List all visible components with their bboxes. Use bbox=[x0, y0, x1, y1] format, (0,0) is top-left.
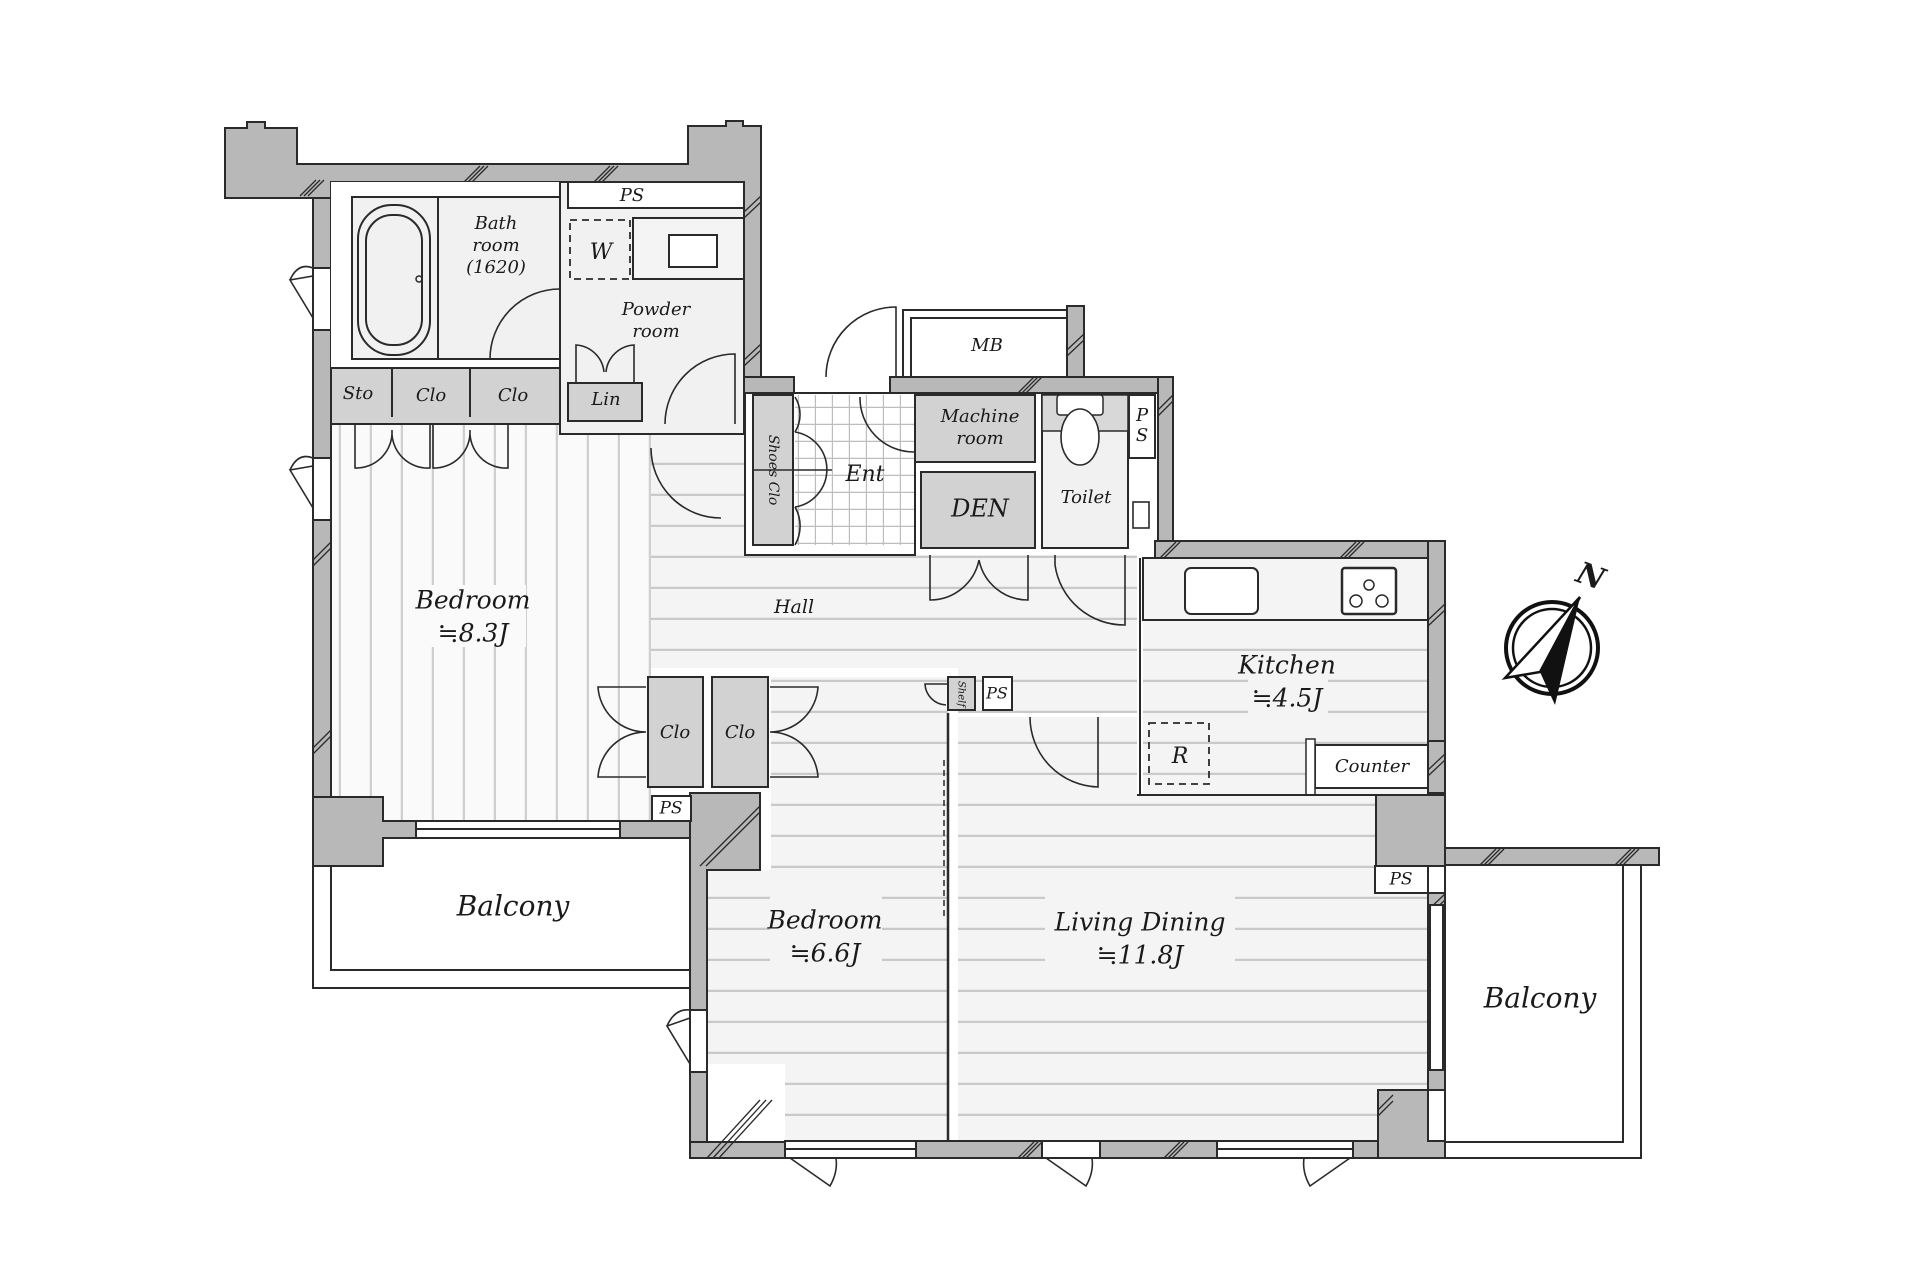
bath-label-3: (1620) bbox=[466, 257, 526, 278]
paper-holder-icon bbox=[1132, 501, 1150, 529]
hall-label: Hall bbox=[773, 596, 814, 618]
fridge-label: R bbox=[1171, 744, 1189, 769]
fridge-space bbox=[1148, 722, 1210, 785]
storage-label: Sto bbox=[343, 383, 374, 404]
hall-floor bbox=[651, 424, 1137, 713]
balcony-right-label: Balcony bbox=[1483, 982, 1598, 1015]
washer-label: W bbox=[590, 240, 615, 265]
ps-top-label: PS bbox=[619, 185, 644, 206]
bath-label-1: Bath bbox=[474, 213, 518, 234]
mb-label: MB bbox=[970, 335, 1003, 356]
ps-toilet-label-2: S bbox=[1136, 425, 1148, 446]
balcony-right: Balcony bbox=[1444, 847, 1660, 1159]
stove-icon bbox=[1340, 566, 1398, 616]
service-rooms: Machine room DEN Toilet P S bbox=[914, 394, 1156, 626]
ps-living-box bbox=[1374, 865, 1429, 894]
bathroom: Bath room (1620) bbox=[331, 182, 561, 368]
linen-closet-label: Lin bbox=[590, 389, 620, 410]
shoes-closet-label: Shoes Clo bbox=[765, 435, 781, 506]
kitchen-sink-icon bbox=[1184, 567, 1259, 615]
bedroom-1-name: Bedroom bbox=[415, 586, 531, 615]
powder-room: PS W Powder room Lin bbox=[559, 181, 745, 435]
entrance-label: Ent bbox=[844, 462, 884, 487]
bedroom-2-area: ≒6.6J bbox=[790, 939, 863, 968]
drain-icon bbox=[415, 275, 423, 283]
powder-label-1: Powder bbox=[621, 299, 692, 320]
sink-icon bbox=[668, 234, 718, 268]
living-dining: Living Dining ≒11.8J bbox=[1045, 895, 1235, 970]
bath-label-2: room bbox=[472, 235, 519, 256]
closet-top-2-label: Clo bbox=[498, 385, 529, 406]
ps-living-label: PS bbox=[1388, 870, 1412, 890]
top-closets: Sto Clo Clo bbox=[330, 367, 722, 519]
middle-closets: Clo Clo PS bbox=[597, 676, 819, 822]
bedroom-2: Bedroom ≒6.6J bbox=[767, 895, 883, 968]
machine-room-label-2: room bbox=[956, 428, 1003, 449]
shelf-label: Shelf bbox=[956, 681, 967, 709]
bedroom-2-name: Bedroom bbox=[767, 906, 883, 935]
shelf-area: Shelf PS bbox=[924, 676, 1099, 1141]
entrance: Shoes Clo Ent bbox=[744, 392, 916, 556]
toilet-bowl-icon bbox=[1060, 408, 1100, 466]
walls bbox=[224, 120, 1446, 1159]
compass-north-label: N bbox=[1571, 555, 1611, 598]
living-area: ≒11.8J bbox=[1097, 941, 1186, 970]
kitchen-area: ≒4.5J bbox=[1252, 684, 1325, 713]
powder-label-2: room bbox=[632, 321, 679, 342]
kitchen: Kitchen ≒4.5J R Counter bbox=[1137, 557, 1429, 796]
ps-mid-label: PS bbox=[658, 799, 682, 819]
toilet-label: Toilet bbox=[1061, 487, 1113, 508]
bedroom-1-area: ≒8.3J bbox=[438, 619, 511, 648]
bedroom-1: Bedroom ≒8.3J bbox=[415, 585, 531, 648]
closet-top-1-label: Clo bbox=[416, 385, 447, 406]
closet-mid-1-label: Clo bbox=[660, 722, 691, 743]
machine-room-label-1: Machine bbox=[940, 406, 1020, 427]
living-name: Living Dining bbox=[1053, 908, 1225, 937]
balcony-left-label: Balcony bbox=[456, 890, 571, 923]
meter-box: MB bbox=[825, 306, 1068, 378]
den-label: DEN bbox=[950, 495, 1010, 523]
compass-icon: N bbox=[1501, 555, 1611, 705]
balcony-left: Balcony bbox=[312, 837, 692, 989]
kitchen-name: Kitchen bbox=[1237, 651, 1336, 680]
ps-hall-label: PS bbox=[985, 684, 1008, 703]
closet-mid-2-label: Clo bbox=[725, 722, 756, 743]
counter-label: Counter bbox=[1335, 756, 1411, 777]
ps-toilet-label-1: P bbox=[1135, 405, 1149, 426]
windows bbox=[288, 265, 1444, 1188]
